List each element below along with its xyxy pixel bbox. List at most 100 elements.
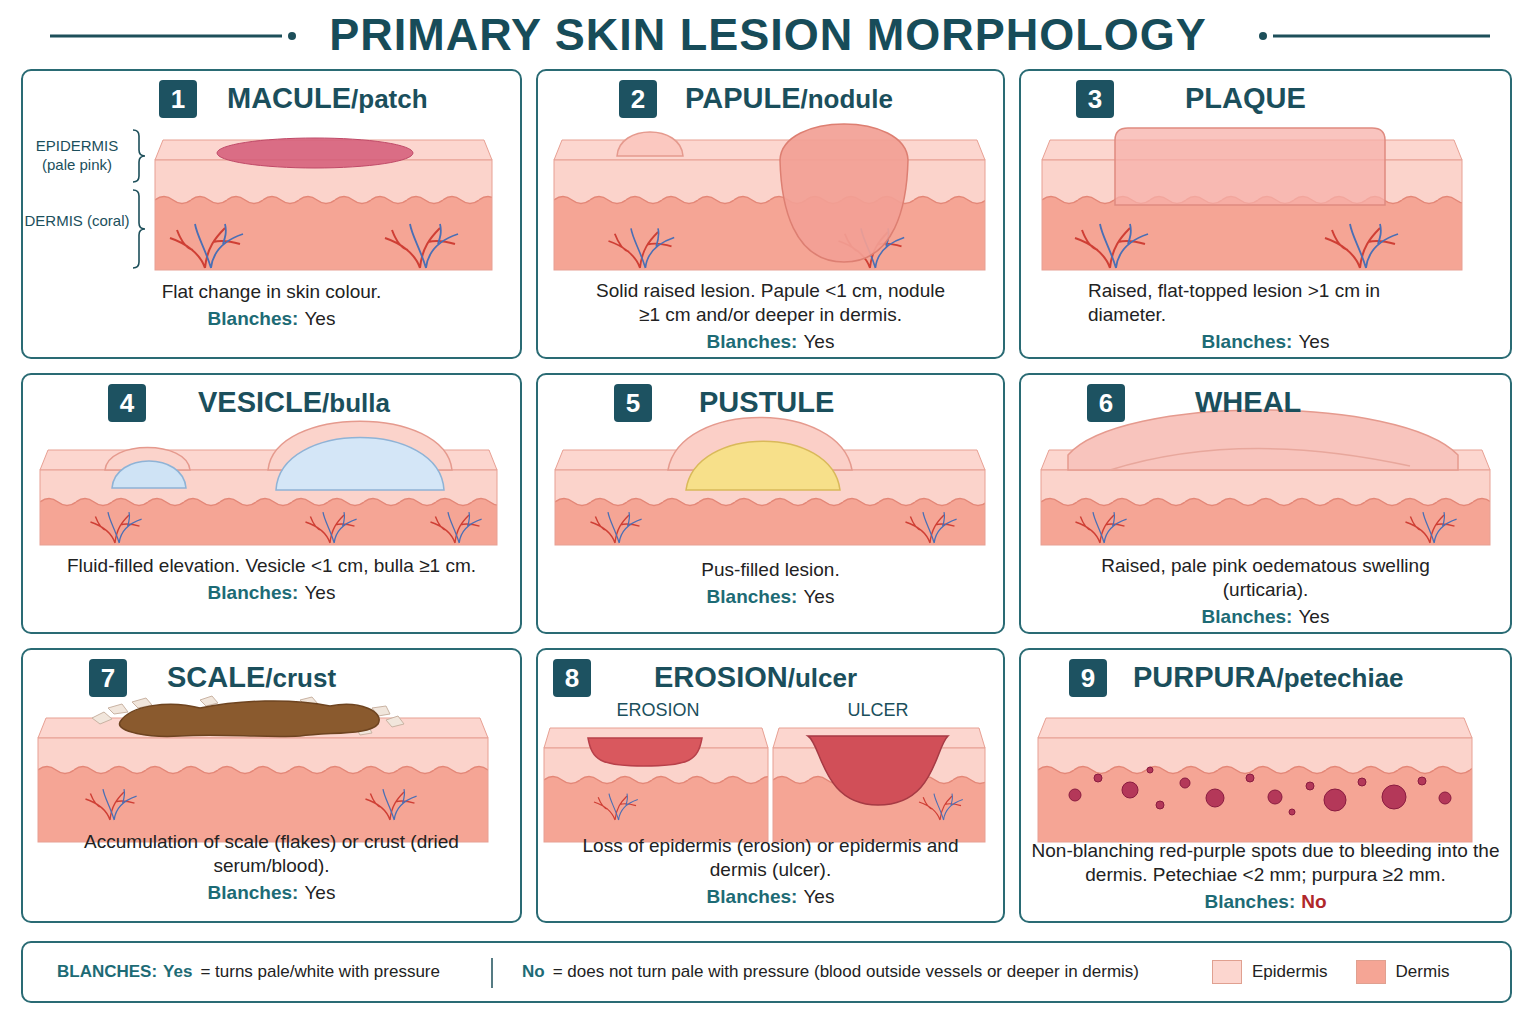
- layer-bracket: [133, 130, 145, 268]
- purpura-spots: [1324, 789, 1346, 811]
- plaque: [1115, 128, 1385, 205]
- key-group: No= does not turn pale with pressure (bl…: [522, 943, 1139, 1001]
- purpura-spots: [1246, 774, 1254, 782]
- illustration: [86, 789, 137, 820]
- illustration: [1406, 512, 1457, 543]
- blanch-row: Blanches:Yes: [707, 885, 835, 909]
- lesion-subheading: /bulla: [322, 388, 390, 418]
- scale-flakes: [92, 712, 112, 724]
- legend-swatch: [1356, 960, 1386, 984]
- key-label: BLANCHES:: [57, 962, 157, 982]
- erosion: [588, 738, 702, 766]
- lesion-heading: SCALE: [167, 661, 265, 693]
- part-label: ULCER: [847, 699, 908, 722]
- heading-row: PAPULE/nodule: [685, 82, 893, 115]
- callout-number: 5: [614, 384, 652, 422]
- legend-swatch: [1212, 960, 1242, 984]
- callout-number: 7: [89, 659, 127, 697]
- wheal: [1068, 410, 1458, 470]
- lesion-heading: EROSION: [654, 661, 788, 693]
- key-note: = turns pale/white with pressure: [200, 962, 440, 982]
- callout-number: 9: [1069, 659, 1107, 697]
- lesion-subheading: /crust: [265, 663, 336, 693]
- part-label: EROSION: [616, 699, 699, 722]
- heading-row: PURPURA/petechiae: [1133, 661, 1404, 694]
- blanch-value: Yes: [304, 582, 335, 603]
- heading-row: MACULE/patch: [227, 82, 428, 115]
- heading-row: PUSTULE: [699, 386, 834, 419]
- description: Loss of epidermis (erosion) or epidermis…: [563, 834, 978, 882]
- crust: [120, 701, 380, 737]
- title-rule: [1259, 32, 1267, 40]
- pus: [686, 441, 840, 490]
- illustration: [1076, 512, 1127, 543]
- description-block: Raised, flat-topped lesion >1 cm in diam…: [1021, 279, 1510, 354]
- lesion-subheading: /ulcer: [788, 663, 857, 693]
- legend-text: Epidermis: [1252, 962, 1328, 982]
- blanch-row: Blanches:Yes: [208, 881, 336, 905]
- illustration: [591, 512, 642, 543]
- description: Pus-filled lesion.: [701, 558, 839, 582]
- blanch-label: Blanches:: [707, 886, 798, 907]
- lesion-subheading: /petechiae: [1276, 663, 1403, 693]
- illustration: [431, 512, 482, 543]
- lesion-subheading: /patch: [351, 84, 428, 114]
- layer-bracket: [133, 130, 145, 182]
- key-value: Yes: [163, 962, 192, 982]
- blanch-row: Blanches:No: [1204, 890, 1326, 914]
- purpura-spots: [1069, 767, 1451, 815]
- description: Solid raised lesion. Papule <1 cm, nodul…: [583, 279, 958, 327]
- blanch-label: Blanches:: [1202, 331, 1293, 352]
- callout-number: 3: [1076, 80, 1114, 118]
- illustration: [1075, 224, 1148, 268]
- purpura-spots: [1306, 782, 1314, 790]
- skin-block: [773, 728, 985, 842]
- blanch-value: Yes: [1298, 606, 1329, 627]
- illustration: [594, 794, 638, 820]
- illustration: [919, 794, 963, 820]
- skin-block: [1038, 718, 1472, 738]
- callout-number: 6: [1087, 384, 1125, 422]
- description: Fluid-filled elevation. Vesicle <1 cm, b…: [67, 554, 476, 578]
- vesicle-fluid: [112, 461, 186, 488]
- description-block: Loss of epidermis (erosion) or epidermis…: [538, 834, 1003, 909]
- purpura-spots: [1069, 789, 1081, 801]
- layer-bracket: [133, 190, 145, 268]
- key-group: BLANCHES: Yes = turns pale/white with pres…: [57, 943, 440, 1001]
- blanch-label: Blanches:: [1204, 891, 1295, 912]
- blanch-row: Blanches:Yes: [1202, 605, 1330, 629]
- scale-flakes: [200, 696, 218, 706]
- purpura-spots: [1439, 792, 1451, 804]
- lesion-panel: 2 PAPULE/noduleSolid raised lesion. Papul…: [536, 69, 1005, 359]
- separator: [491, 958, 493, 988]
- purpura-spots: [1156, 801, 1164, 809]
- blanch-label: Blanches:: [208, 882, 299, 903]
- key-value: No: [522, 962, 545, 982]
- blanch-label: Blanches:: [707, 586, 798, 607]
- lesion-panel: 9PURPURA/petechiaeNon-blanching red-purp…: [1019, 648, 1512, 923]
- blanch-row: Blanches:Yes: [208, 307, 336, 331]
- purpura-spots: [1147, 767, 1153, 773]
- description-block: Raised, pale pink oedematous swelling (u…: [1021, 554, 1510, 629]
- purpura-spots: [1122, 782, 1138, 798]
- skin-block: [1041, 470, 1490, 545]
- blanch-value: Yes: [803, 331, 834, 352]
- scale-flakes: [386, 716, 404, 727]
- nodule: [780, 124, 908, 262]
- callout-number: 8: [553, 659, 591, 697]
- skin-block: [544, 728, 768, 842]
- purpura-spots: [1382, 785, 1406, 809]
- description: Raised, flat-topped lesion >1 cm in diam…: [1088, 279, 1418, 327]
- purpura-spots: [1268, 790, 1282, 804]
- lesion-heading: PUSTULE: [699, 386, 834, 418]
- description: Accumulation of scale (flakes) or crust …: [67, 830, 477, 878]
- lesion-subheading: /nodule: [800, 84, 892, 114]
- callout-number: 2: [619, 80, 657, 118]
- purpura-spots: [1180, 778, 1190, 788]
- wheal-line: [1110, 448, 1410, 470]
- lesion-panel: 4VESICLE/bullaFluid-filled elevation. Ve…: [21, 373, 522, 634]
- macule: [217, 138, 413, 168]
- callout-number: 4: [108, 384, 146, 422]
- description-block: Solid raised lesion. Papule <1 cm, nodul…: [538, 279, 1003, 354]
- title-rule: [1273, 35, 1490, 38]
